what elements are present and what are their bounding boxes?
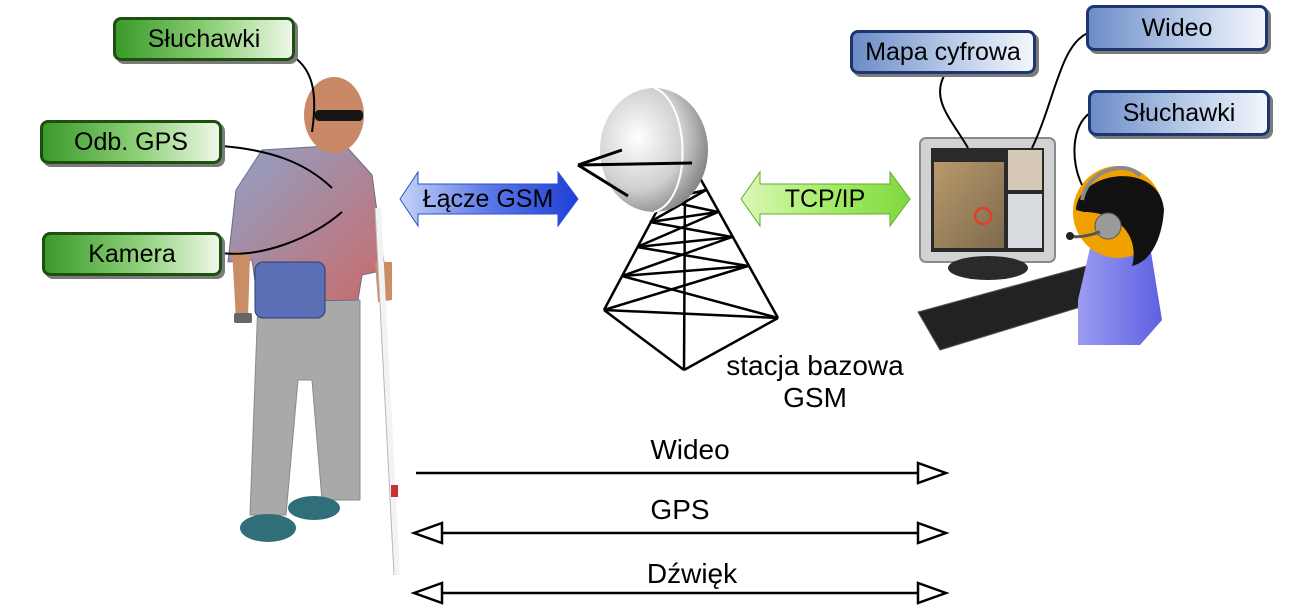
operator-headset-ear (1095, 213, 1121, 239)
connector-video (1032, 33, 1088, 148)
gps-stream-head-left (414, 523, 442, 543)
gps-receiver-label: Odb. GPS (40, 120, 222, 164)
connector-digital-map (940, 74, 968, 148)
video-label: Wideo (1086, 5, 1268, 51)
person-pouch (255, 262, 325, 318)
person-right-shoe (288, 496, 340, 520)
gps-stream-head-right (918, 523, 946, 543)
satellite-dish (578, 88, 708, 212)
operator-torso (1078, 246, 1162, 345)
audio-stream-head-left (414, 583, 442, 603)
audio-stream-head-right (918, 583, 946, 603)
base-station-caption-line2: GSM (700, 382, 930, 414)
operator-microphone-tip (1066, 232, 1074, 240)
person-sunglasses (315, 110, 363, 121)
person-watch (234, 313, 252, 323)
video-label-text: Wideo (1142, 14, 1213, 43)
audio-stream-label: Dźwięk (592, 558, 792, 590)
camera-label-text: Kamera (88, 240, 176, 269)
dish-body (600, 88, 708, 212)
person-left-shoe (240, 514, 296, 542)
digital-map-label: Mapa cyfrowa (850, 30, 1036, 74)
screen-video-area (1008, 150, 1042, 190)
blind-person-figure (228, 77, 398, 575)
digital-map-label-text: Mapa cyfrowa (865, 38, 1021, 67)
video-stream-label: Wideo (590, 434, 790, 466)
cane-red-band (391, 485, 398, 497)
gps-receiver-label-text: Odb. GPS (74, 128, 188, 157)
base-station-caption: stacja bazowa GSM (700, 350, 930, 414)
person-legs (250, 300, 360, 515)
tcpip-link-label: TCP/IP (760, 184, 890, 214)
gps-stream-label: GPS (580, 494, 780, 526)
person-left-arm (232, 250, 250, 320)
monitor-base (948, 256, 1028, 280)
operator-avatar (1066, 166, 1164, 345)
dish-feed-arm (578, 163, 692, 165)
headphones-label-right: Słuchawki (1088, 90, 1270, 136)
screen-side-panel (1008, 194, 1042, 248)
tower-leg-center (684, 180, 685, 370)
screen-map-area (934, 162, 1004, 248)
tower-leg-bottom-left (604, 310, 684, 370)
headphones-label-left-text: Słuchawki (148, 25, 261, 54)
video-stream-head-right (918, 463, 946, 483)
headphones-label-left: Słuchawki (113, 17, 295, 61)
headphones-label-right-text: Słuchawki (1123, 99, 1236, 128)
camera-label: Kamera (42, 232, 222, 276)
base-station-caption-line1: stacja bazowa (700, 350, 930, 382)
gsm-link-label: Łącze GSM (418, 184, 558, 214)
